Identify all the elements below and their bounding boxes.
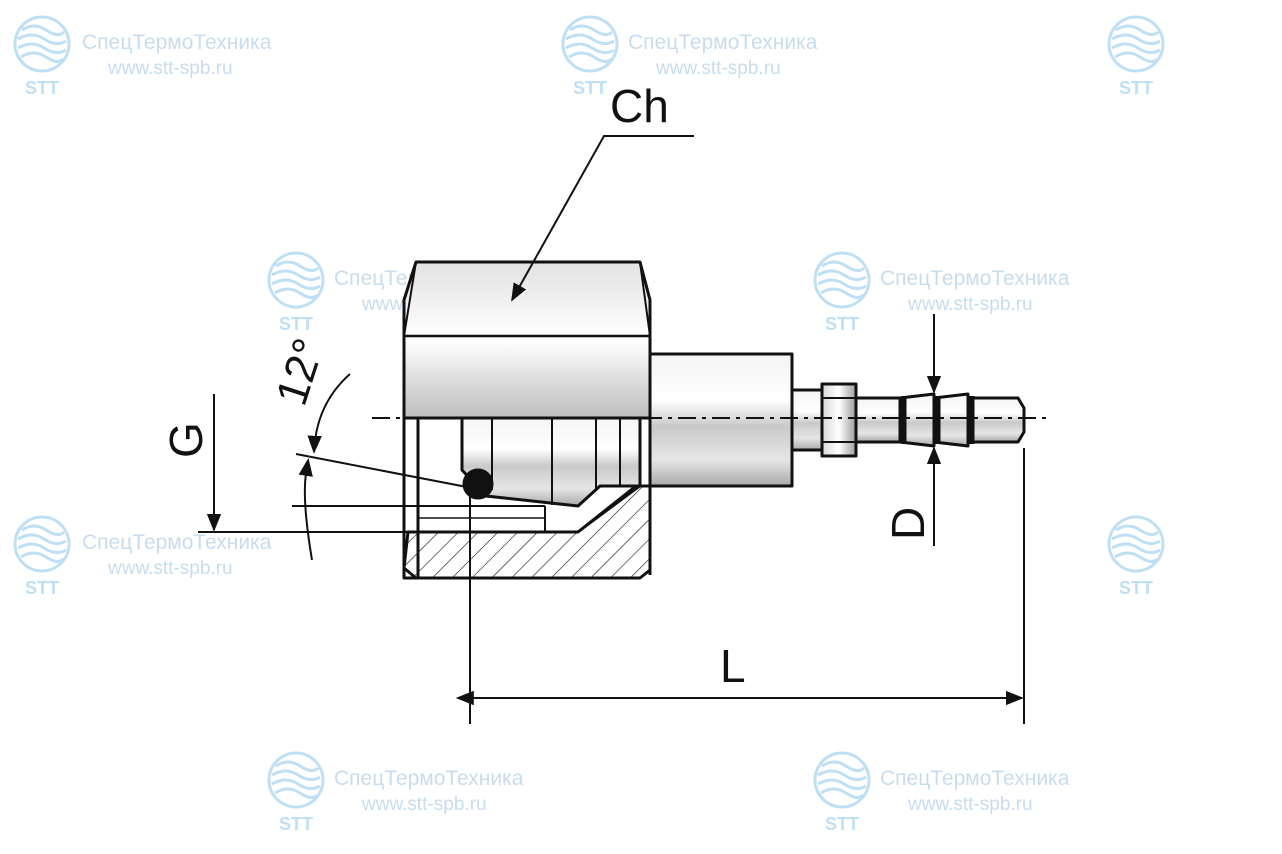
svg-text:STT: STT [25,578,59,598]
svg-text:STT: STT [825,814,859,834]
svg-text:СпецТермоТехника: СпецТермоТехника [82,531,272,554]
angle-arc [298,457,313,561]
barb-ring [932,392,970,448]
label-d: D [882,507,934,540]
label-g: G [160,422,212,458]
angle-line [295,453,473,489]
svg-text:СпецТермоТехника: СпецТермоТехника [628,31,818,54]
ch-leader [511,135,694,302]
svg-text:СпецТермоТехника: СпецТермоТехника [334,767,524,790]
watermark: STT СпецТермоТехника www.stt-spb.ru [813,751,1070,834]
svg-text:СпецТермоТехника: СпецТермоТехника [82,31,272,54]
watermark: STT [1107,515,1165,598]
svg-text:STT: STT [825,314,859,334]
svg-text:STT: STT [1119,78,1153,98]
svg-text:STT: STT [279,814,313,834]
dimensions [198,135,1025,724]
svg-text:STT: STT [279,314,313,334]
barb-ring [898,392,936,448]
watermark: STT СпецТермоТехника www.stt-spb.ru [13,515,272,598]
neck [790,388,824,452]
o-ring [462,468,494,500]
svg-text:www.stt-spb.ru: www.stt-spb.ru [107,58,233,79]
hex-nut [402,260,652,420]
fitting-part [402,260,1026,580]
watermark: STT СпецТермоТехника www.stt-spb.ru [561,15,818,98]
svg-text:STT: STT [1119,578,1153,598]
watermark: STT СпецТермоТехника www.stt-spb.ru [813,251,1070,334]
label-l: L [720,640,746,692]
hose-barb [854,396,902,444]
barb-tip [966,396,1026,444]
svg-text:www.stt-spb.ru: www.stt-spb.ru [655,58,781,79]
collar-ring [820,382,858,458]
hex-edge-line [403,261,417,337]
svg-text:STT: STT [573,78,607,98]
svg-text:www.stt-spb.ru: www.stt-spb.ru [107,558,233,579]
watermark: STT СпецТермоТехника www.stt-spb.ru [13,15,272,98]
svg-text:www.stt-spb.ru: www.stt-spb.ru [361,794,487,815]
svg-text:www.stt-spb.ru: www.stt-spb.ru [907,294,1033,315]
svg-text:СпецТермоТехника: СпецТермоТехника [880,767,1070,790]
watermark: STT СпецТермоТехника www.stt-spb.ru [267,751,524,834]
svg-text:STT: STT [25,78,59,98]
hex-edge-line [639,261,651,337]
svg-text:СпецТермоТехника: СпецТермоТехника [880,267,1070,290]
watermark: STT [1107,15,1165,98]
angle-arc [307,373,351,454]
body-shank [648,352,794,488]
label-ch: Ch [610,80,669,132]
label-angle: 12° [267,333,334,411]
svg-text:www.stt-spb.ru: www.stt-spb.ru [907,794,1033,815]
